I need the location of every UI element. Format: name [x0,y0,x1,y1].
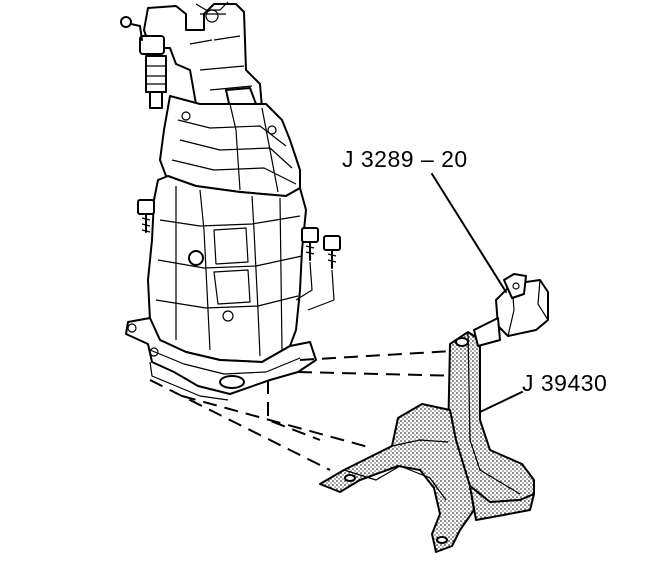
label-tool-upper: J 3289 – 20 [342,146,468,172]
bolt-icon [137,199,155,233]
mounting-bolts [137,199,341,311]
transmission-case [120,1,317,401]
bolt-icon [301,227,319,261]
holding-fixture [319,331,535,553]
leader-line-lower [479,391,523,413]
adapter-bracket [473,273,549,347]
bolt-icon [323,235,341,269]
label-tool-lower: J 39430 [522,370,608,396]
leader-line-upper [431,173,507,293]
alignment-lines [149,349,471,471]
